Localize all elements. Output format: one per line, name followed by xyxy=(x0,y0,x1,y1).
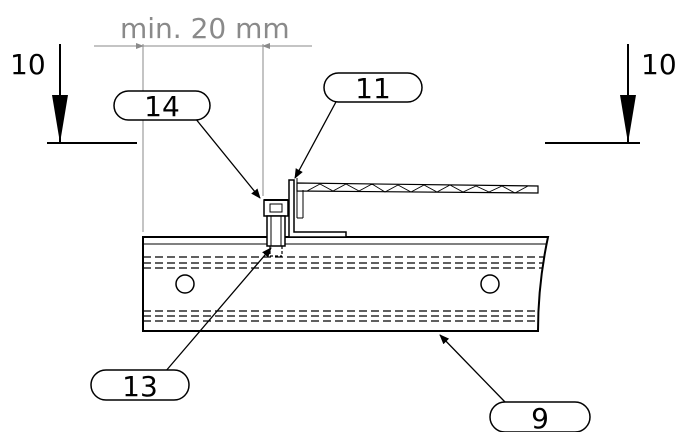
balloon-9-label: 9 xyxy=(531,402,549,432)
balloon-14: 14 xyxy=(113,90,211,123)
section-mark-left: 10 xyxy=(10,44,137,144)
balloon-11: 11 xyxy=(323,72,423,105)
balloon-14-label: 14 xyxy=(144,90,180,123)
leader-13 xyxy=(164,247,272,373)
leader-11 xyxy=(294,99,338,179)
balloon-9: 9 xyxy=(489,401,591,432)
leaders xyxy=(164,99,506,403)
dimension-min-20mm: min. 20 mm xyxy=(94,12,312,232)
leader-9 xyxy=(439,334,506,403)
balloon-11-label: 11 xyxy=(355,72,391,105)
dimension-text: min. 20 mm xyxy=(120,12,290,45)
section-mark-left-label: 10 xyxy=(10,48,46,81)
profile-part-9 xyxy=(142,236,550,332)
section-mark-right-label: 10 xyxy=(641,48,677,81)
leader-14 xyxy=(194,117,261,199)
balloon-13: 13 xyxy=(90,369,190,403)
balloon-13-label: 13 xyxy=(122,370,158,403)
section-mark-right: 10 xyxy=(545,44,677,144)
bracket-assembly xyxy=(263,178,539,257)
